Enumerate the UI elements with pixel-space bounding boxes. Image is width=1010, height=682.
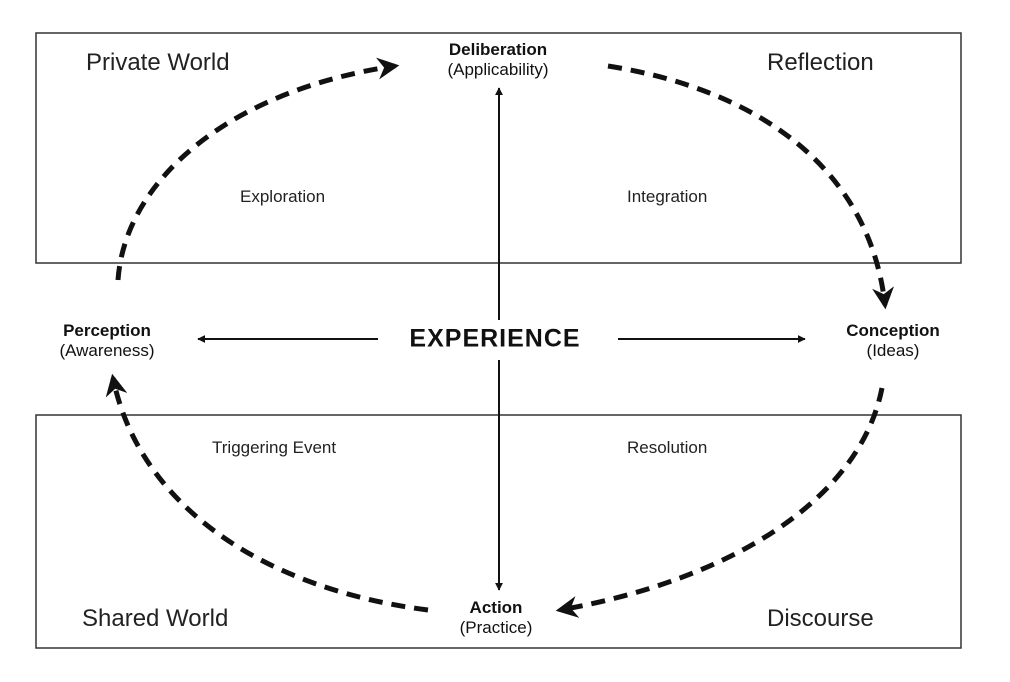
phase-label-resolution: Resolution (627, 438, 708, 457)
region-label-reflection: Reflection (767, 49, 874, 76)
node-deliberation-title: Deliberation (448, 40, 548, 59)
node-action-title: Action (469, 598, 523, 617)
resolution-dashed-arrow (555, 387, 885, 618)
node-perception: Perception (Awareness) (59, 321, 154, 360)
integration-dashed-arrow (607, 63, 894, 310)
phase-label-integration: Integration (627, 187, 708, 206)
node-deliberation: Deliberation (Applicability) (447, 40, 548, 79)
region-label-discourse: Discourse (767, 605, 874, 632)
exploration-dashed-arrow (115, 57, 400, 281)
phase-label-exploration: Exploration (240, 187, 326, 206)
node-perception-subtitle: (Awareness) (59, 340, 155, 360)
node-conception-title: Conception (846, 321, 940, 340)
node-perception-title: Perception (63, 321, 151, 340)
triggering-dashed-arrow (105, 373, 429, 613)
node-conception: Conception (Ideas) (846, 321, 940, 360)
node-action: Action (Practice) (460, 598, 533, 637)
region-label-shared-world: Shared World (82, 605, 229, 632)
node-deliberation-subtitle: (Applicability) (447, 59, 549, 79)
region-label-private-world: Private World (86, 49, 230, 76)
center-label-experience: EXPERIENCE (403, 324, 587, 354)
node-conception-subtitle: (Ideas) (866, 340, 920, 360)
node-action-subtitle: (Practice) (459, 617, 533, 637)
phase-label-triggering-event: Triggering Event (212, 438, 337, 457)
